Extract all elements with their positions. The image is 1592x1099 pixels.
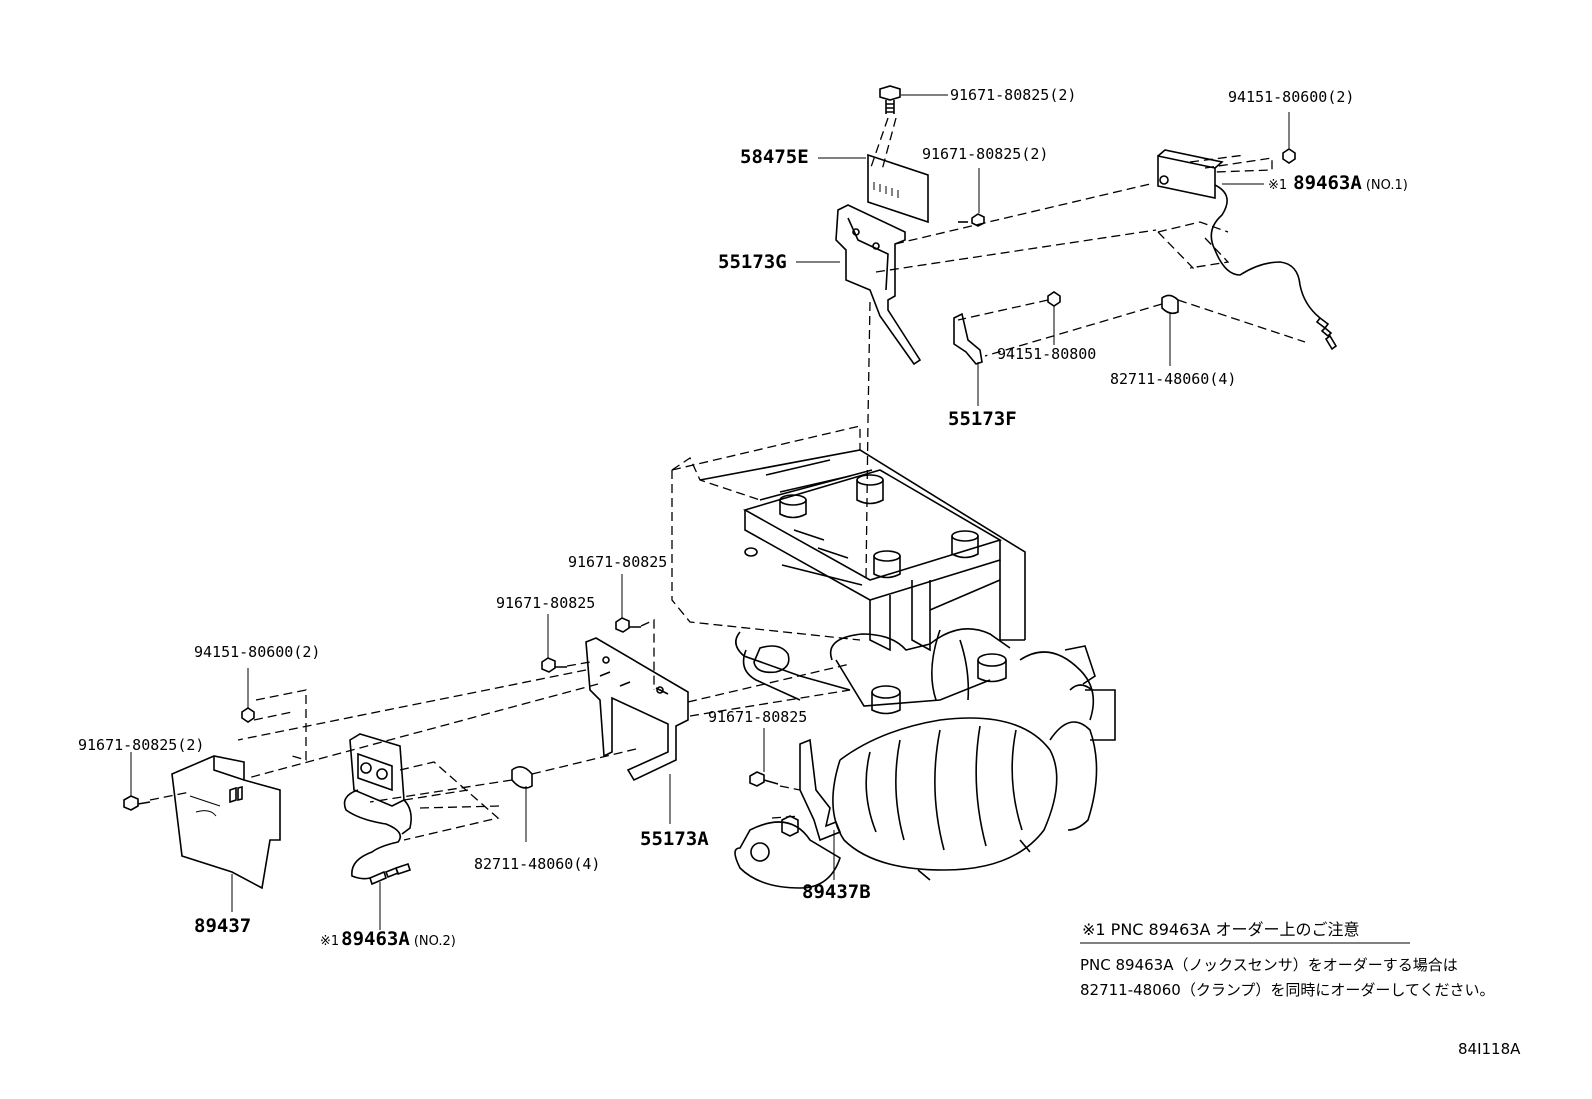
part-suffix: (NO.2) (413, 934, 456, 949)
label-bracket-58475e: 58475E (740, 146, 809, 168)
bolt-91671-left-a-icon (615, 617, 641, 633)
sensor-89463a-no2-icon (343, 733, 412, 886)
bolt-91671-center-icon (749, 771, 779, 787)
label-heat-insulator-89437: 89437 (194, 915, 252, 937)
part-code: 89463A (341, 928, 410, 950)
label-nut-94151-80800: 94151-80800 (997, 345, 1097, 363)
bracket-55173f-icon (953, 312, 983, 365)
nut-94151-80800-icon (1047, 291, 1061, 307)
note-line-2: 82711-48060（クランプ）を同時にオーダーしてください。 (1080, 981, 1495, 999)
nut-94151-left-icon (241, 707, 255, 723)
note-title: ※1 PNC 89463A オーダー上のご注意 (1082, 920, 1360, 939)
clamp-82711-right-icon (1161, 294, 1179, 315)
label-bolt-91671-center: 91671-80825 (708, 708, 808, 726)
label-sensor-89463a-no1: ※1 89463A(NO.1) (1268, 174, 1408, 193)
part-suffix: (NO.1) (1365, 178, 1408, 193)
bracket-55173a-icon (585, 637, 689, 782)
bracket-55173g-icon (835, 204, 922, 366)
label-bracket-55173g: 55173G (718, 251, 787, 273)
exhaust-manifold-icon (735, 628, 1116, 741)
label-clamp-82711-right: 82711-48060(4) (1110, 370, 1237, 388)
clamp-82711-left-icon (511, 766, 533, 789)
label-nut-94151-left: 94151-80600(2) (194, 643, 321, 661)
label-bolt-91671-mid: 91671-80825(2) (922, 145, 1049, 163)
label-bolt-91671-far-left: 91671-80825(2) (78, 736, 205, 754)
note-line-1: PNC 89463A（ノックスセンサ）をオーダーする場合は (1080, 956, 1458, 974)
cylinder-head-icon (671, 425, 1026, 652)
sensor-89463a-no1-icon (1157, 149, 1338, 351)
label-bolt-91671-left-b: 91671-80825 (496, 594, 596, 612)
label-heat-insulator-89437b: 89437B (802, 881, 871, 903)
bolt-91671-left-b-icon (541, 657, 567, 673)
bolt-91671-far-left-icon (123, 795, 151, 811)
label-bolt-91671-left-a: 91671-80825 (568, 553, 668, 571)
plate-58475e-icon (867, 153, 929, 224)
figure-code: 84I118A (1458, 1040, 1521, 1058)
catalytic-converter-icon (734, 653, 1098, 889)
heat-insulator-89437b-icon (799, 738, 842, 842)
label-bracket-55173f: 55173F (948, 408, 1017, 430)
part-code: 89463A (1293, 172, 1362, 194)
label-bolt-91671-top: 91671-80825(2) (950, 86, 1077, 104)
nut-94151-right-icon (1282, 148, 1296, 164)
label-nut-94151-right: 94151-80600(2) (1228, 88, 1355, 106)
note-ref-mark: ※1 (1268, 178, 1288, 193)
label-clamp-82711-left: 82711-48060(4) (474, 855, 601, 873)
note-ref-mark: ※1 (320, 934, 340, 949)
heat-insulator-89437-icon (171, 755, 281, 890)
bolt-91671-top-icon (879, 85, 901, 114)
label-bracket-55173a: 55173A (640, 828, 709, 850)
spark-plug-caps-icon (744, 474, 979, 579)
